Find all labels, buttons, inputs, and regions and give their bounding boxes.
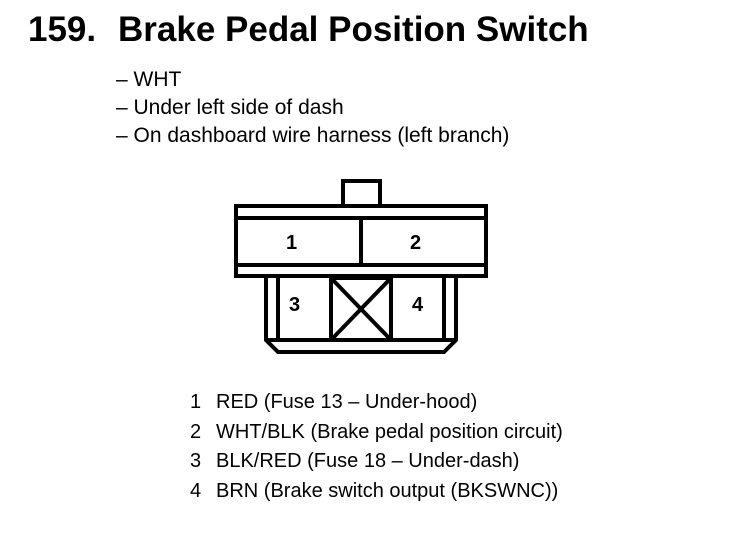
page-title: 159. Brake Pedal Position Switch: [28, 10, 589, 50]
pin-row: 2 WHT/BLK (Brake pedal position circuit): [190, 418, 563, 448]
connector-lower-body: [264, 278, 458, 354]
pin-number: 1: [190, 391, 202, 413]
pin-description: WHT/BLK (Brake pedal position circuit): [216, 420, 563, 443]
pin-description: RED (Fuse 13 – Under-hood): [216, 391, 478, 413]
pin-number: 4: [190, 479, 202, 502]
pin-list: 1 RED (Fuse 13 – Under-hood) 2 WHT/BLK (Br…: [190, 388, 563, 506]
info-harness: – On dashboard wire harness (left branch…: [116, 124, 510, 147]
pin-number: 3: [190, 450, 202, 472]
pin-description: BLK/RED (Fuse 18 – Under-dash): [216, 450, 520, 472]
pin-number: 2: [190, 420, 202, 443]
pin-row: 3 BLK/RED (Fuse 18 – Under-dash): [190, 447, 563, 477]
blocked-cavity: [329, 276, 393, 342]
component-name: Brake Pedal Position Switch: [118, 10, 589, 49]
info-color: – WHT: [116, 68, 182, 91]
pin-row: 4 BRN (Brake switch output (BKSWNC)): [190, 477, 563, 507]
cavity-label-3: 3: [289, 294, 300, 316]
cavity-label-4: 4: [412, 294, 424, 316]
component-number: 159.: [28, 10, 97, 49]
info-location: – Under left side of dash: [116, 96, 344, 119]
pin-row: 1 RED (Fuse 13 – Under-hood): [190, 388, 563, 418]
cavity-label-2: 2: [410, 232, 421, 254]
connector-latch: [341, 179, 382, 208]
component-info: – WHT – Under left side of dash – On das…: [116, 66, 509, 150]
cavity-label-1: 1: [286, 232, 297, 254]
pin-description: BRN (Brake switch output (BKSWNC)): [216, 479, 559, 502]
